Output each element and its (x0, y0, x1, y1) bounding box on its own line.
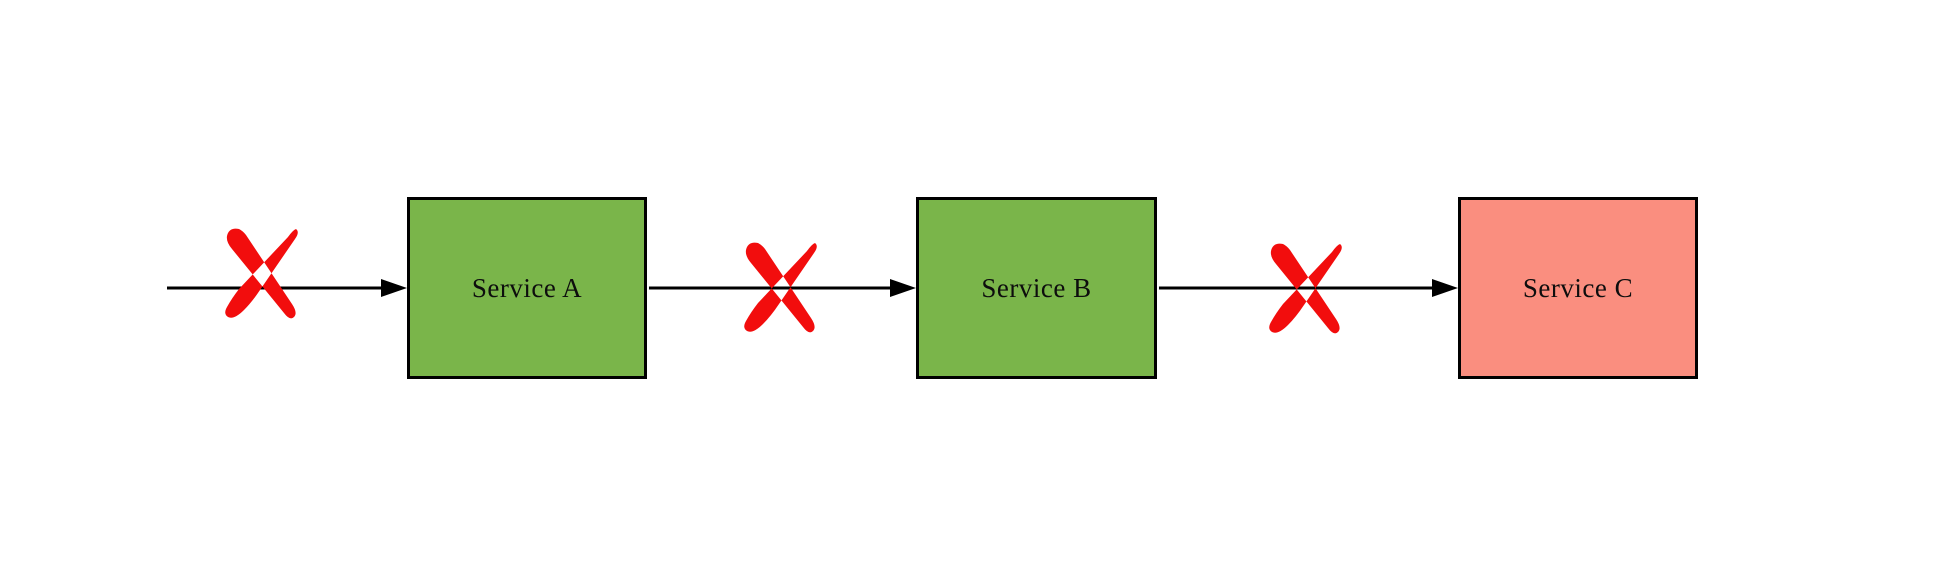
node-service-b-label: Service B (981, 272, 1092, 303)
node-service-a: Service A (407, 197, 647, 379)
node-service-a-label: Service A (471, 272, 583, 303)
node-service-b: Service B (916, 197, 1157, 379)
blocked-x-icon-inbound (225, 228, 298, 319)
node-service-c: Service C (1458, 197, 1698, 379)
node-service-c-label: Service C (1522, 272, 1634, 303)
